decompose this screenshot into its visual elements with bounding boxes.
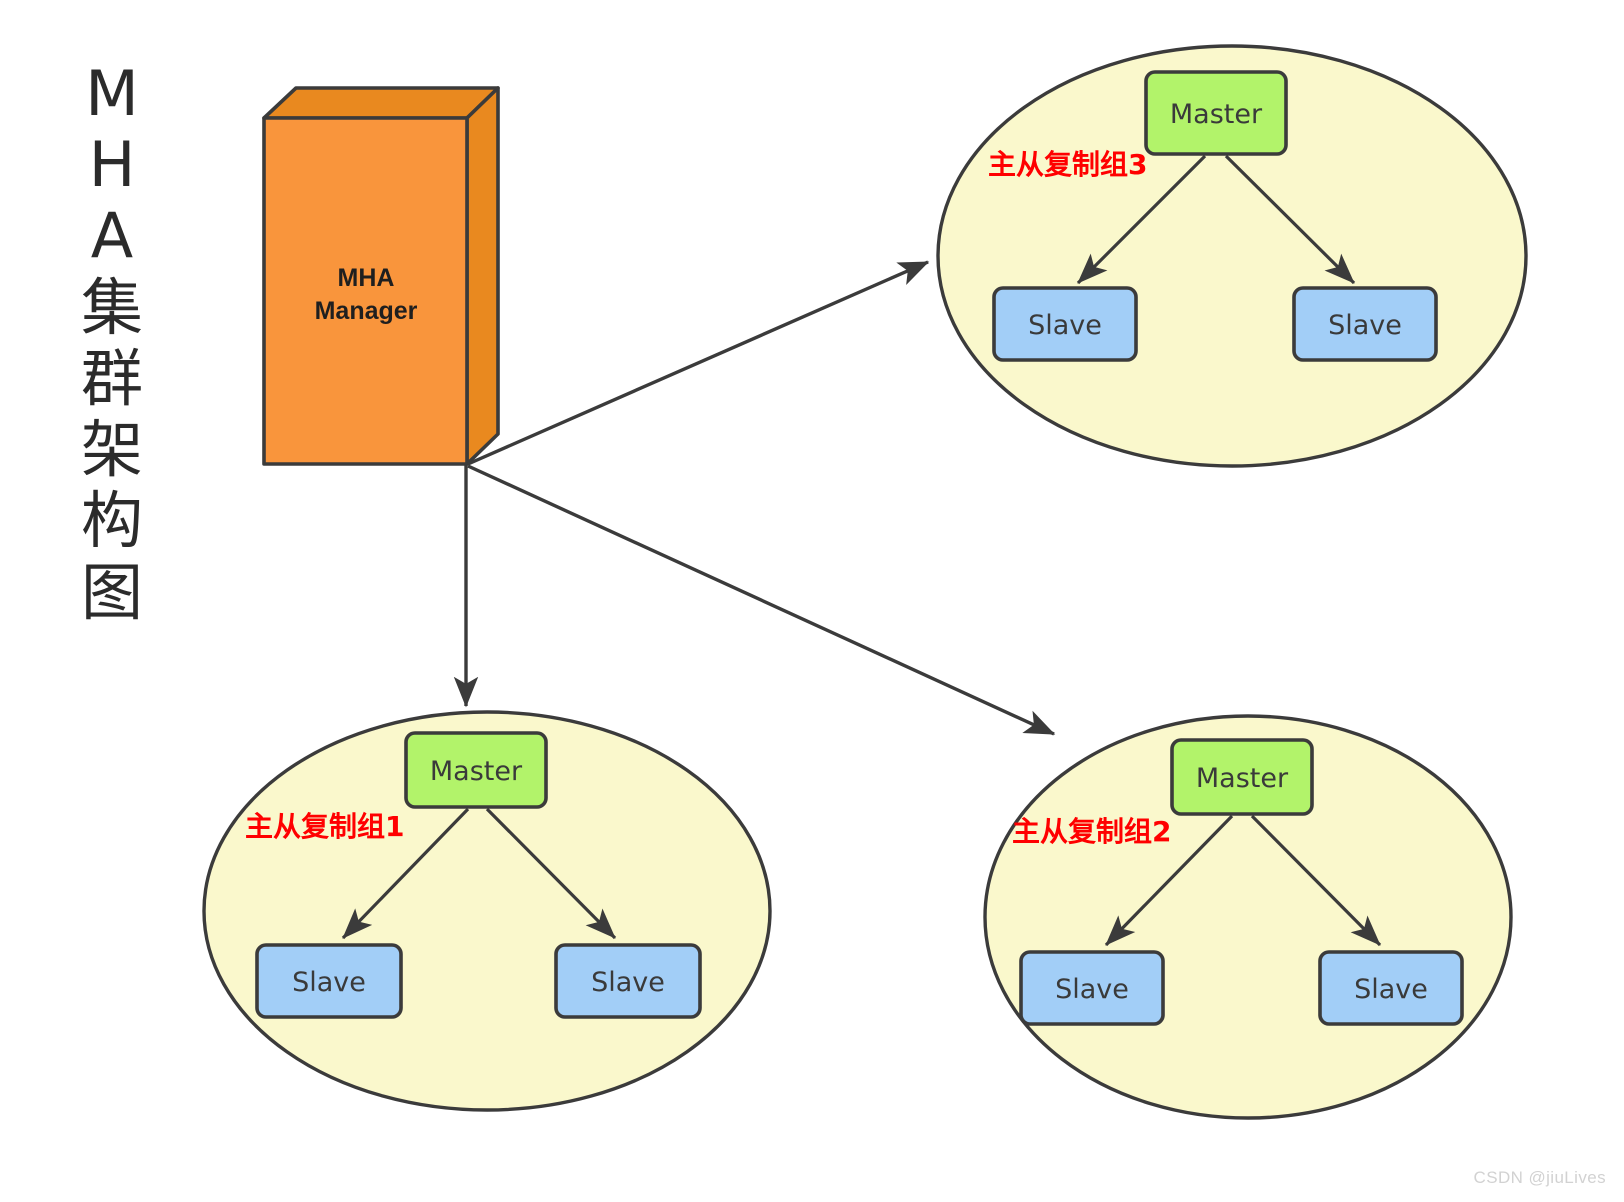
mha-manager-front-face[interactable] — [262, 116, 469, 466]
group2-master-to-slave-left-arrow — [1104, 814, 1234, 947]
title-char-7: 图 — [80, 555, 143, 629]
group1-master-to-slave-right-arrow — [485, 807, 617, 940]
group3-master-to-slave-left-arrow — [1076, 154, 1207, 285]
title-char-0: M — [85, 57, 139, 130]
mha-manager-top-face — [262, 86, 500, 120]
arrow-manager-to-group3 — [467, 260, 930, 466]
title-char-3: 集 — [80, 270, 143, 344]
group1-slave-right-box[interactable] — [554, 943, 702, 1019]
group3-master-box[interactable] — [1144, 70, 1288, 156]
csdn-watermark: CSDN @jiuLives — [1473, 1168, 1606, 1187]
page-title: M H A 集 群 架 构 图 — [52, 62, 172, 624]
group3-slave-left-box[interactable] — [992, 286, 1138, 362]
title-char-6: 构 — [80, 484, 143, 558]
title-char-5: 架 — [80, 413, 143, 487]
group1-slave-left-box[interactable] — [255, 943, 403, 1019]
group2-slave-left-box[interactable] — [1019, 950, 1165, 1026]
group2-master-box[interactable] — [1170, 738, 1314, 816]
group1-master-to-slave-left-arrow — [341, 807, 470, 940]
arrow-manager-to-group2 — [467, 464, 1056, 736]
title-char-4: 群 — [80, 341, 143, 415]
title-char-1: H — [88, 128, 136, 202]
title-char-2: A — [90, 199, 134, 273]
group2-master-to-slave-right-arrow — [1250, 814, 1382, 947]
mha-manager-side-face — [465, 86, 500, 466]
group3-master-to-slave-right-arrow — [1224, 154, 1356, 285]
group3-slave-right-box[interactable] — [1292, 286, 1438, 362]
group2-slave-right-box[interactable] — [1318, 950, 1464, 1026]
group1-master-box[interactable] — [404, 731, 548, 809]
